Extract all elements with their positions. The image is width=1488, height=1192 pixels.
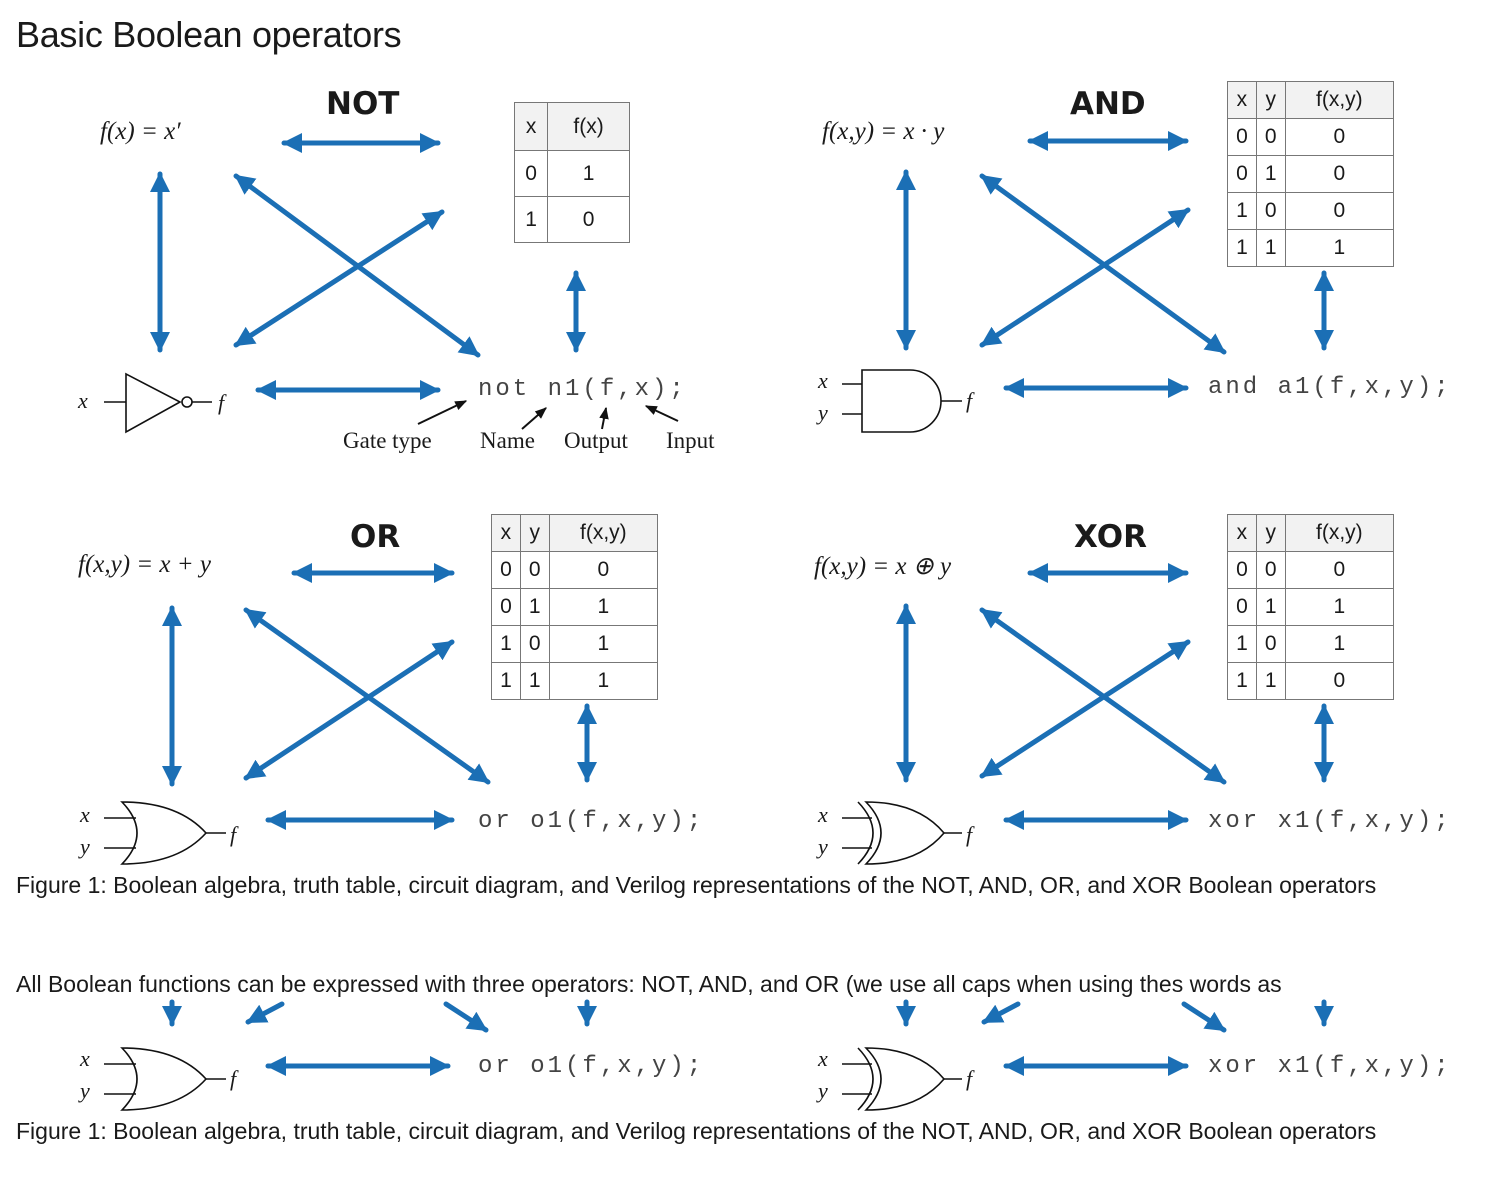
or-equation: f(x,y) = x + y — [78, 551, 211, 578]
repeat-or-verilog: or o1(f,x,y); — [478, 1053, 705, 1080]
not-equation: f(x) = x′ — [100, 118, 181, 145]
table-cell: 1 — [547, 150, 630, 197]
table-cell: 0 — [513, 150, 549, 197]
repeat-xor-verilog: xor x1(f,x,y); — [1208, 1053, 1452, 1080]
repeat-xor-input-y-label: y — [818, 1078, 828, 1103]
table-cell: 0 — [1255, 192, 1286, 230]
annotation-input: Input — [666, 428, 715, 453]
table-cell: 0 — [1255, 625, 1286, 663]
table-cell: 0 — [1284, 155, 1395, 193]
table-header: x — [513, 102, 549, 151]
xor-equation: f(x,y) = x ⊕ y — [814, 553, 952, 580]
table-cell: 1 — [1255, 588, 1286, 626]
table-header: f(x,y) — [1284, 514, 1395, 552]
table-header: y — [519, 514, 550, 552]
repeat-or-input-y-label: y — [80, 1078, 90, 1103]
repeat-arrow-3 — [443, 1001, 489, 1033]
table-cell: 1 — [1227, 662, 1257, 700]
and-title: AND — [1070, 86, 1146, 122]
xor-verilog: xor x1(f,x,y); — [1208, 808, 1452, 835]
repeat-or-output-label: f — [230, 1066, 237, 1091]
table-header: x — [1227, 514, 1257, 552]
not-verilog: not n1(f,x); — [478, 376, 687, 403]
table-cell: 1 — [519, 588, 550, 626]
xor-title: XOR — [1074, 519, 1148, 555]
table-cell: 1 — [1284, 625, 1395, 663]
not-gate-symbol — [104, 372, 212, 434]
page-title: Basic Boolean operators — [16, 14, 402, 55]
and-cross-b — [979, 207, 1191, 348]
table-cell: 0 — [1255, 551, 1286, 589]
and-equation: f(x,y) = x · y — [822, 118, 945, 145]
annotation-gate-type: Gate type — [343, 428, 432, 453]
and-output-label: f — [966, 388, 973, 413]
table-header: x — [1227, 81, 1257, 119]
table-cell: 1 — [491, 662, 521, 700]
table-cell: 1 — [548, 625, 659, 663]
body-paragraph: All Boolean functions can be expressed w… — [16, 971, 1282, 997]
or-input-x-label: x — [80, 802, 90, 827]
table-cell: 0 — [1255, 118, 1286, 156]
or-verilog: or o1(f,x,y); — [478, 808, 705, 835]
figure-caption: Figure 1: Boolean algebra, truth table, … — [16, 872, 1377, 898]
or-gate-symbol — [104, 801, 226, 865]
table-cell: 1 — [513, 196, 549, 243]
and-input-y-label: y — [818, 400, 828, 425]
table-header: f(x) — [547, 102, 630, 151]
table-header: f(x,y) — [1284, 81, 1395, 119]
repeat-or-gate-symbol — [104, 1047, 226, 1111]
table-cell: 0 — [1227, 118, 1257, 156]
annotation-output: Output — [564, 428, 628, 453]
table-cell: 0 — [1284, 662, 1395, 700]
table-cell: 0 — [548, 551, 659, 589]
table-cell: 0 — [1227, 155, 1257, 193]
or-cross-b — [243, 639, 455, 781]
table-cell: 0 — [491, 588, 521, 626]
repeat-arrow-7 — [1181, 1001, 1227, 1033]
table-cell: 1 — [519, 662, 550, 700]
xor-output-label: f — [966, 822, 973, 847]
repeat-arrow-2 — [245, 1001, 285, 1025]
or-output-label: f — [230, 822, 237, 847]
table-cell: 0 — [1227, 551, 1257, 589]
table-cell: 1 — [548, 662, 659, 700]
repeat-figure-caption: Figure 1: Boolean algebra, truth table, … — [16, 1118, 1377, 1144]
table-cell: 1 — [1227, 625, 1257, 663]
repeat-xor-gate-symbol — [842, 1047, 962, 1111]
repeat-arrow-6 — [981, 1001, 1021, 1025]
not-title: NOT — [326, 86, 400, 122]
table-cell: 1 — [1227, 192, 1257, 230]
annotation-name: Name — [480, 428, 535, 453]
not-output-label: f — [218, 390, 225, 415]
and-input-x-label: x — [818, 368, 828, 393]
table-header: f(x,y) — [548, 514, 659, 552]
table-cell: 1 — [1284, 229, 1395, 267]
xor-gate-symbol — [842, 801, 962, 865]
xor-input-x-label: x — [818, 802, 828, 827]
table-cell: 0 — [547, 196, 630, 243]
not-cross-b — [233, 209, 445, 348]
repeat-xor-output-label: f — [966, 1066, 973, 1091]
not-input-label: x — [78, 388, 88, 413]
xor-cross-b — [979, 639, 1191, 779]
xor-input-y-label: y — [818, 834, 828, 859]
or-title: OR — [350, 519, 401, 555]
and-gate-symbol — [842, 369, 962, 433]
repeat-or-input-x-label: x — [80, 1046, 90, 1071]
and-verilog: and a1(f,x,y); — [1208, 374, 1452, 401]
repeat-xor-input-x-label: x — [818, 1046, 828, 1071]
annotation-pointers — [417, 400, 679, 430]
table-cell: 1 — [548, 588, 659, 626]
table-cell: 1 — [1227, 229, 1257, 267]
or-input-y-label: y — [80, 834, 90, 859]
